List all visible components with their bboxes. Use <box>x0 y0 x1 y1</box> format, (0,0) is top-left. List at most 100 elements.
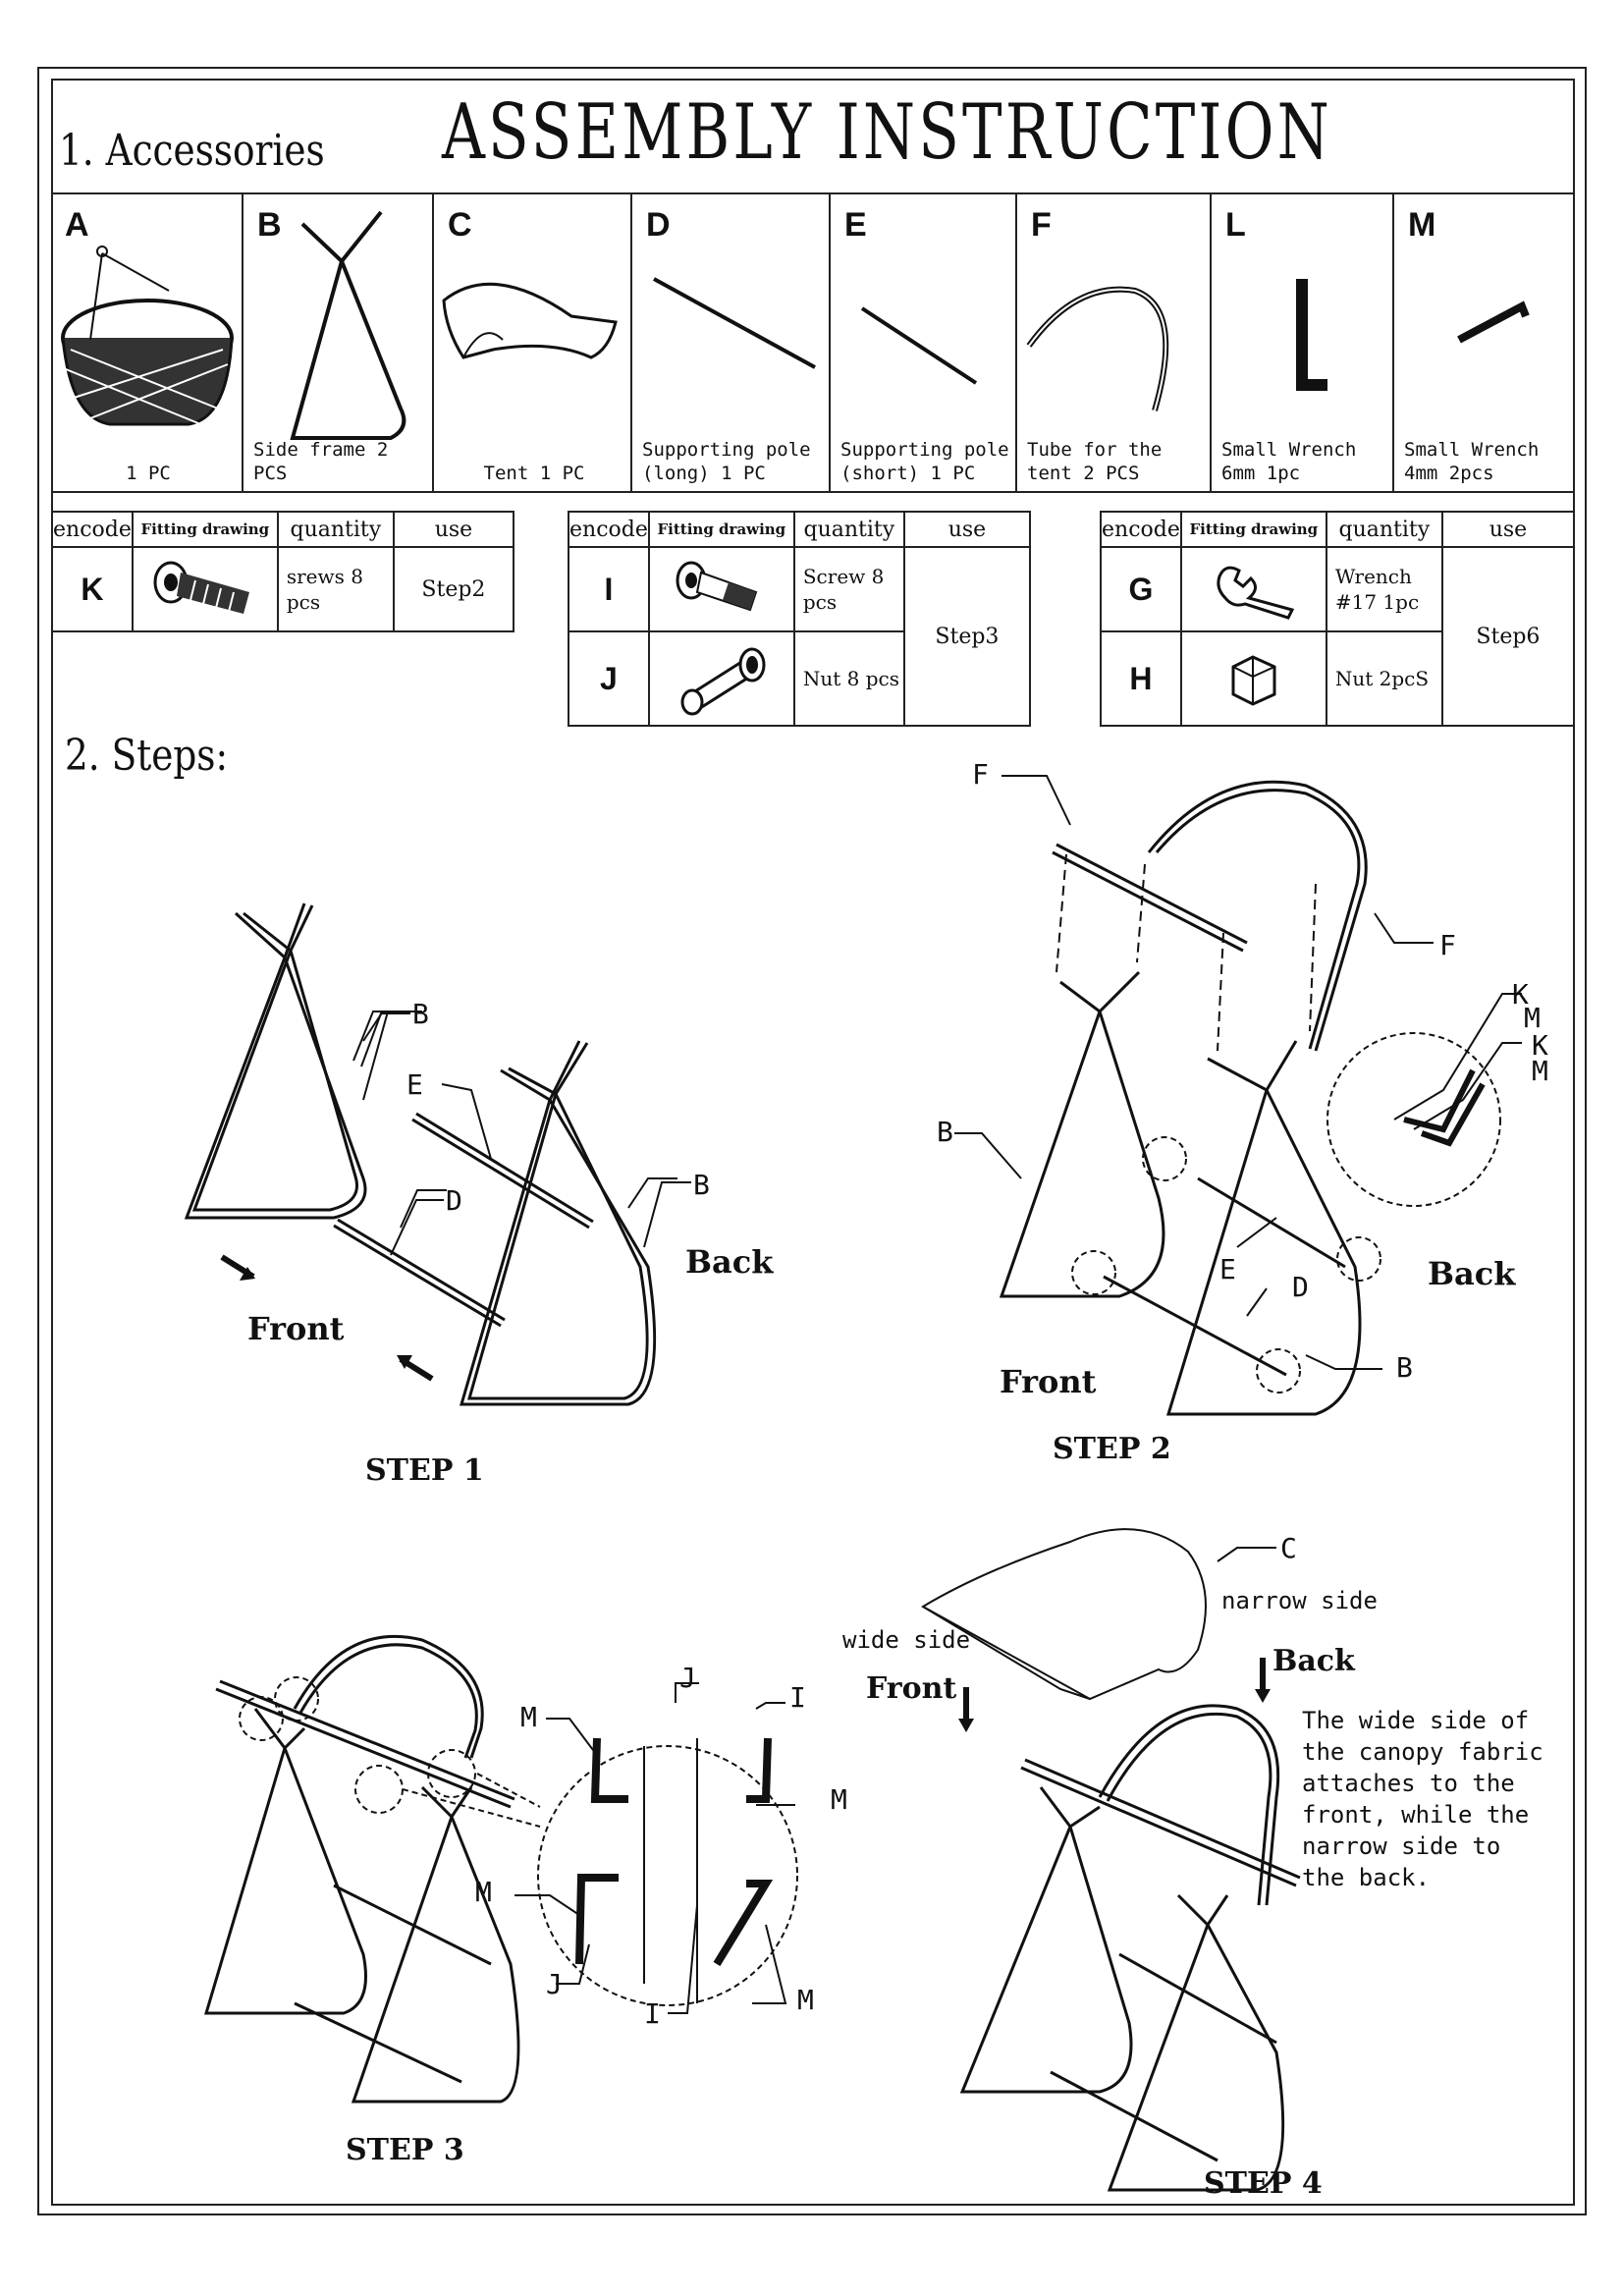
step1-front-label: Front <box>247 1310 345 1347</box>
accessory-caption: Tube for the tent 2 PCS <box>1027 439 1163 484</box>
allen-wrench-6mm-icon <box>1296 279 1327 391</box>
fitting-code: I <box>568 546 650 632</box>
section-accessories-heading: 1. Accessories <box>59 126 325 176</box>
step3-title: STEP 3 <box>346 2133 464 2167</box>
step2-part-label: M <box>1524 1002 1541 1034</box>
tent-tube-icon <box>1026 286 1169 411</box>
long-pole-icon <box>653 277 816 369</box>
bolt-icon <box>131 546 279 632</box>
accessory-caption: 1 PC <box>126 463 171 484</box>
accessory-l: L Small Wrench 6mm 1pc <box>1212 192 1394 493</box>
accessory-d: D Supporting pole (long) 1 PC <box>632 192 831 493</box>
step3-part-label: I <box>644 1997 661 2030</box>
col-fitting-drawing: Fitting drawing <box>1179 511 1327 548</box>
step1-back-label: Back <box>685 1243 774 1281</box>
step2-part-label: E <box>1219 1253 1236 1285</box>
fitting-code: G <box>1100 546 1182 632</box>
step4-narrow-side-label: narrow side <box>1221 1587 1378 1614</box>
step4-title: STEP 4 <box>1204 2166 1323 2201</box>
fitting-table-step2: encode Fitting drawing quantity use K sr… <box>51 511 515 632</box>
fitting-quantity: Nut 8 pcs <box>792 630 905 727</box>
page-border-outer <box>37 67 1587 2215</box>
accessory-f: F Tube for the tent 2 PCS <box>1017 192 1212 493</box>
step4-wide-side-label: wide side <box>842 1626 971 1654</box>
accessory-caption: Small Wrench 4mm 2pcs <box>1404 439 1540 484</box>
accessory-c: C Tent 1 PC <box>434 192 632 493</box>
step3-part-label: M <box>475 1876 492 1908</box>
step1-part-label: B <box>693 1169 710 1201</box>
accessory-caption: Small Wrench 6mm 1pc <box>1221 439 1357 484</box>
step4-part-label: C <box>1280 1532 1297 1564</box>
accessory-letter: F <box>1031 206 1052 244</box>
step2-part-label: B <box>1396 1351 1413 1384</box>
fitting-use: Step3 <box>902 546 1032 727</box>
step2-part-label: M <box>1532 1055 1548 1087</box>
fitting-code: J <box>568 630 650 727</box>
allen-wrench-4mm-icon <box>1457 301 1530 344</box>
accessory-letter: C <box>448 206 472 244</box>
step1-title: STEP 1 <box>365 1453 484 1488</box>
step2-part-label: K <box>1512 978 1529 1011</box>
step1-part-label: E <box>406 1068 423 1101</box>
tent-icon <box>442 282 618 359</box>
barrel-nut-icon <box>647 630 795 727</box>
accessory-caption: Supporting pole (long) 1 PC <box>642 439 811 484</box>
col-encode: encode <box>568 511 650 548</box>
basket-icon <box>61 246 234 426</box>
step2-part-label: B <box>937 1116 953 1148</box>
step2-part-label: F <box>972 758 989 791</box>
col-fitting-drawing: Fitting drawing <box>131 511 279 548</box>
fitting-quantity: Screw 8 pcs <box>792 546 905 632</box>
fitting-table-step6: encode Fitting drawing quantity use G Wr… <box>1100 511 1576 727</box>
section-steps-heading: 2. Steps: <box>65 731 229 781</box>
accessory-letter: E <box>844 206 867 244</box>
accessories-row <box>51 192 1575 493</box>
accessory-caption: Side frame 2 PCS <box>253 439 389 484</box>
table-row: I Screw 8 pcs Step3 <box>568 546 1032 727</box>
step4-front-label: Front <box>866 1671 957 1706</box>
table-row: J Nut 8 pcs <box>568 630 1030 727</box>
fitting-quantity: Wrench #17 1pc <box>1325 546 1443 632</box>
screw-icon <box>647 546 795 632</box>
col-fitting-drawing: Fitting drawing <box>647 511 795 548</box>
fitting-code: H <box>1100 630 1182 727</box>
fitting-use: Step2 <box>392 546 515 632</box>
step3-part-label: J <box>679 1662 696 1694</box>
table-row: K srews 8 pcs Step2 <box>51 546 515 632</box>
cap-nut-icon <box>1179 630 1327 727</box>
side-frame-icon <box>290 210 406 440</box>
col-quantity: quantity <box>792 511 905 548</box>
step4-note: The wide side of the canopy fabric attac… <box>1302 1707 1543 1891</box>
col-encode: encode <box>1100 511 1182 548</box>
step3-part-label: J <box>546 1968 563 2000</box>
step3-part-label: M <box>520 1701 537 1733</box>
step3-part-label: I <box>789 1681 806 1714</box>
step2-back-label: Back <box>1428 1255 1516 1292</box>
step4-back-label: Back <box>1272 1644 1355 1678</box>
fitting-table-step3: encode Fitting drawing quantity use I Sc… <box>568 511 1032 727</box>
accessory-b: B Side frame 2 PCS <box>244 192 434 493</box>
accessory-letter: A <box>65 206 89 244</box>
table-row: H Nut 2pcS <box>1100 630 1574 727</box>
step2-title: STEP 2 <box>1053 1432 1171 1466</box>
short-pole-icon <box>860 306 978 385</box>
step2-part-label: F <box>1439 929 1456 961</box>
col-use: use <box>1440 511 1576 548</box>
step1-part-label: D <box>446 1184 462 1217</box>
accessory-e: E Supporting pole (short) 1 PC <box>831 192 1017 493</box>
page-title: ASSEMBLY INSTRUCTION <box>442 88 1332 177</box>
accessory-letter: M <box>1408 206 1436 244</box>
accessory-caption: Supporting pole (short) 1 PC <box>840 439 1009 484</box>
table-row: G Wrench #17 1pc Step6 <box>1100 546 1576 727</box>
step2-part-label: K <box>1532 1029 1548 1062</box>
col-encode: encode <box>51 511 134 548</box>
step1-part-label: B <box>412 998 429 1030</box>
fitting-code: K <box>51 546 134 632</box>
step3-part-label: M <box>797 1984 814 2016</box>
page-border-inner <box>51 79 1575 2206</box>
accessory-letter: B <box>257 206 282 244</box>
accessory-letter: L <box>1225 206 1246 244</box>
col-use: use <box>902 511 1032 548</box>
step2-part-label: D <box>1292 1271 1309 1303</box>
step2-front-label: Front <box>1000 1363 1097 1400</box>
